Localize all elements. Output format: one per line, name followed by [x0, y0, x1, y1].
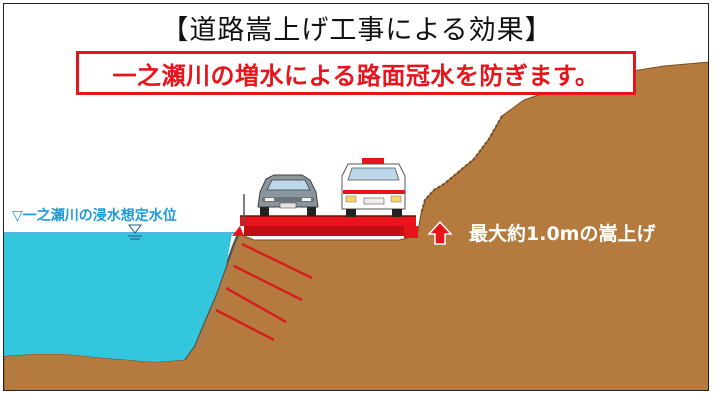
water-level-marker-icon	[128, 224, 142, 240]
raise-height-label: 最大約1.0mの嵩上げ	[469, 223, 656, 245]
cliff-edge-texture	[420, 115, 503, 215]
water-level-label: ▽一之瀬川の浸水想定水位	[12, 208, 177, 224]
ambulance-icon	[341, 158, 406, 217]
up-arrow-icon	[427, 220, 453, 245]
raised-road	[232, 194, 418, 238]
slope-anchors	[215, 242, 313, 342]
notice-text: 一之瀬川の増水による路面冠水を防ぎます。	[112, 61, 600, 90]
diagram-title: 【道路嵩上げ工事による効果】	[161, 15, 553, 46]
river-water	[4, 234, 232, 362]
cross-section-illustration	[4, 61, 708, 390]
diagram-frame: 【道路嵩上げ工事による効果】 一之瀬川の増水による路面冠水を防ぎます。 ▽一之瀬…	[3, 3, 709, 391]
sedan-car-icon	[257, 174, 319, 216]
notice-box: 一之瀬川の増水による路面冠水を防ぎます。	[76, 51, 636, 95]
